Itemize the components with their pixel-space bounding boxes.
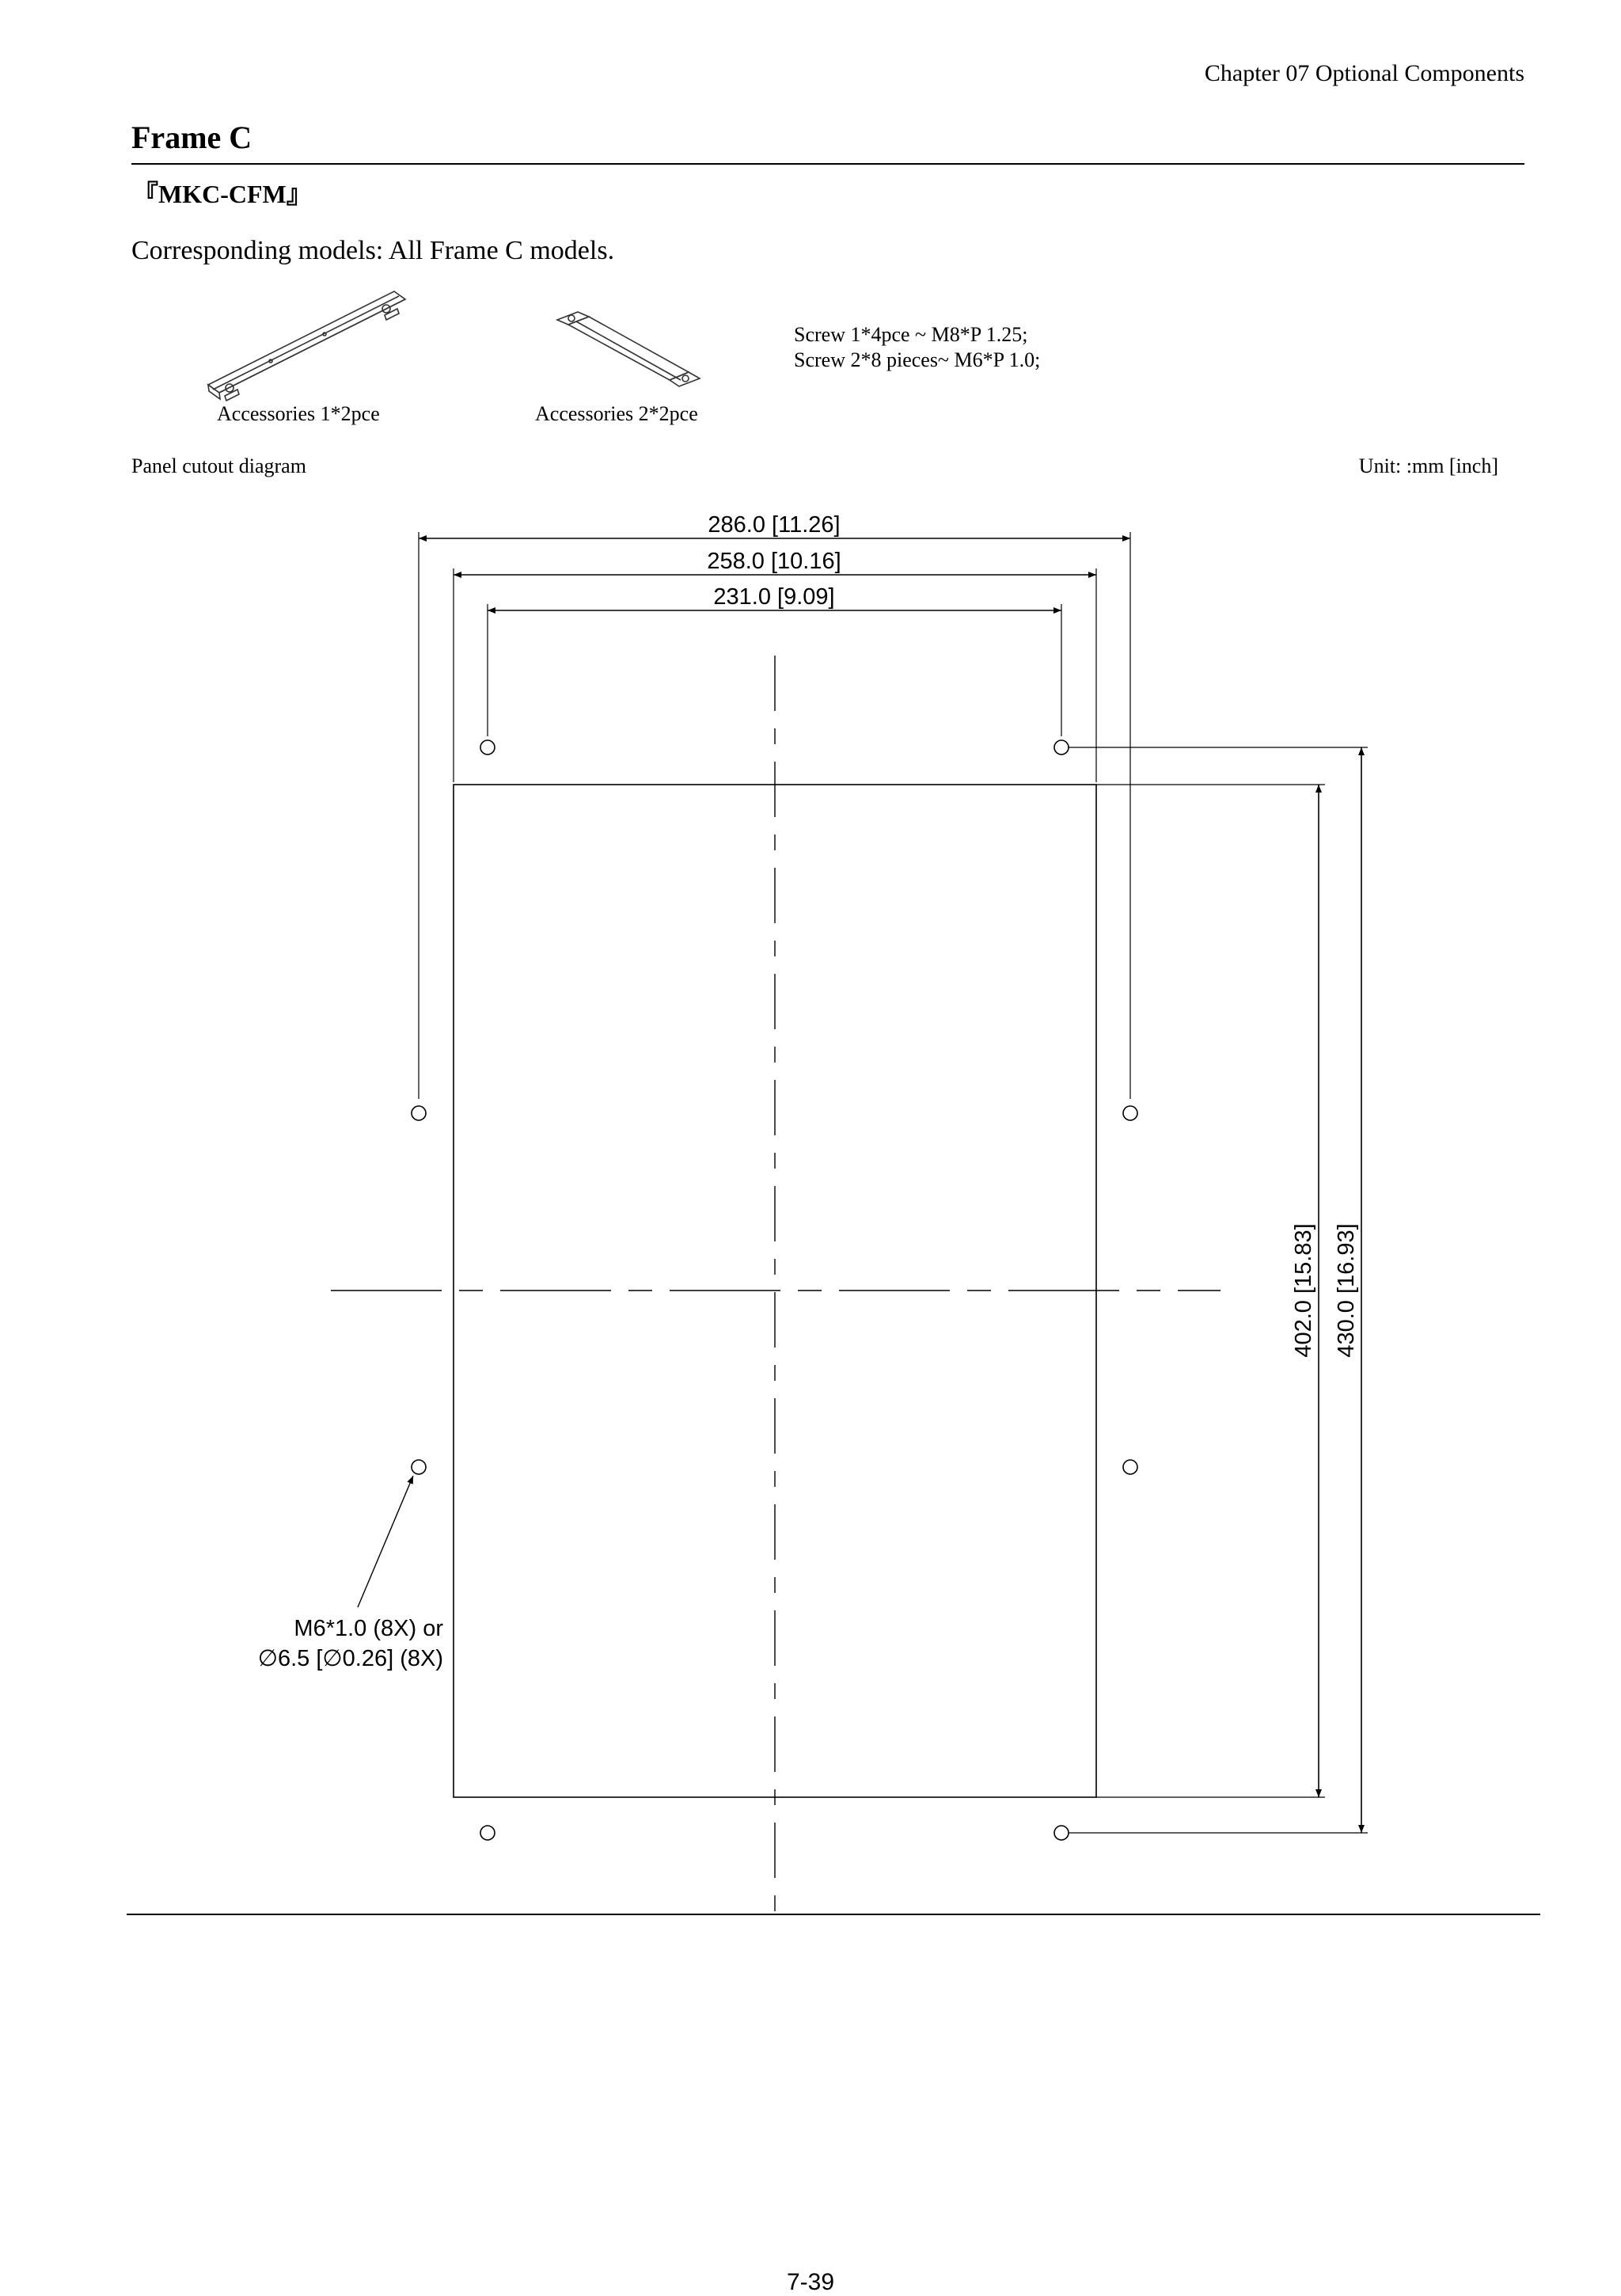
page-title: Frame C (131, 120, 252, 155)
width-dimensions (418, 532, 1131, 1099)
panel-cutout-caption: Panel cutout diagram (131, 454, 306, 477)
title-divider (131, 163, 1524, 165)
mounting-hole (1053, 739, 1069, 755)
mounting-hole (1122, 1459, 1138, 1475)
dim-label-231: 231.0 [9.09] (713, 584, 834, 610)
dim-label-430: 430.0 [16.93] (1334, 1223, 1359, 1357)
dim-label-402: 402.0 [15.83] (1291, 1223, 1316, 1357)
hole-callout-leader (357, 1475, 414, 1608)
mounting-holes (411, 739, 1138, 1841)
screw-spec-1: Screw 1*4pce ~ M8*P 1.25; (794, 323, 1028, 346)
height-dimensions (1068, 747, 1368, 1834)
mounting-hole (480, 1825, 495, 1841)
mounting-hole (1122, 1105, 1138, 1121)
page-number: 7-39 (786, 2269, 835, 2295)
mounting-hole (1053, 1825, 1069, 1841)
corresponding-models-text: Corresponding models: All Frame C models… (131, 236, 615, 265)
hole-callout-line-1: M6*1.0 (8X) or (294, 1616, 443, 1641)
mounting-hole (411, 1105, 427, 1121)
dim-label-286: 286.0 [11.26] (708, 512, 840, 538)
model-label: 『MKC-CFM』 (133, 180, 312, 208)
hole-callout-line-2: ∅6.5 [∅0.26] (8X) (258, 1646, 443, 1671)
accessory-1-label: Accessories 1*2pce (217, 402, 380, 425)
dim-label-258: 258.0 [10.16] (707, 549, 841, 574)
chapter-header: Chapter 07 Optional Components (1204, 60, 1524, 86)
mounting-hole (480, 739, 495, 755)
unit-label: Unit: :mm [inch] (1358, 454, 1498, 477)
screw-spec-2: Screw 2*8 pieces~ M6*P 1.0; (794, 348, 1041, 371)
accessory-1-bracket-image (207, 291, 407, 402)
accessory-2-bracket-image (555, 311, 701, 387)
accessory-2-label: Accessories 2*2pce (535, 402, 698, 425)
mounting-hole (411, 1459, 427, 1475)
